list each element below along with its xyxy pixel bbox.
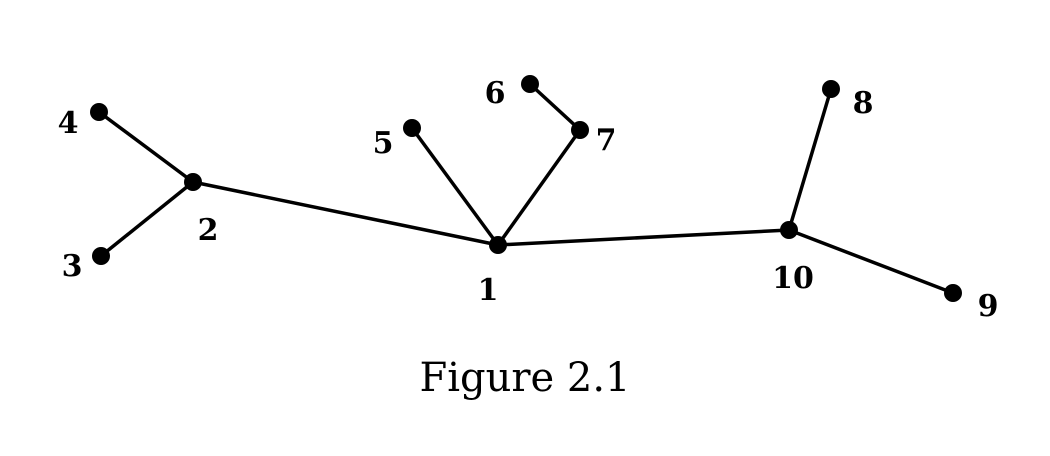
node-2: [184, 173, 202, 191]
edge-10-9: [788, 228, 954, 295]
node-label-7: 7: [596, 123, 617, 158]
edge-4-2: [97, 110, 195, 184]
node-label-5: 5: [373, 126, 394, 161]
edge-1-10: [497, 228, 790, 247]
node-6: [521, 75, 539, 93]
node-4: [90, 103, 108, 121]
node-label-2: 2: [198, 213, 219, 248]
edge-3-2: [99, 180, 195, 258]
node-label-9: 9: [978, 289, 999, 324]
edge-2-1: [192, 180, 499, 247]
node-8: [822, 80, 840, 98]
node-10: [780, 221, 798, 239]
node-label-10: 10: [772, 261, 814, 296]
node-1: [489, 236, 507, 254]
node-label-6: 6: [485, 76, 506, 111]
node-label-8: 8: [853, 86, 874, 121]
edge-5-1: [410, 126, 500, 247]
node-label-1: 1: [478, 273, 499, 308]
node-5: [403, 119, 421, 137]
node-7: [571, 121, 589, 139]
figure-caption: Figure 2.1: [419, 355, 631, 401]
node-label-3: 3: [62, 249, 83, 284]
edge-6-7: [528, 82, 582, 132]
node-label-4: 4: [58, 106, 79, 141]
node-9: [944, 284, 962, 302]
edge-8-10: [787, 88, 833, 231]
edge-7-1: [496, 128, 582, 247]
node-3: [92, 247, 110, 265]
